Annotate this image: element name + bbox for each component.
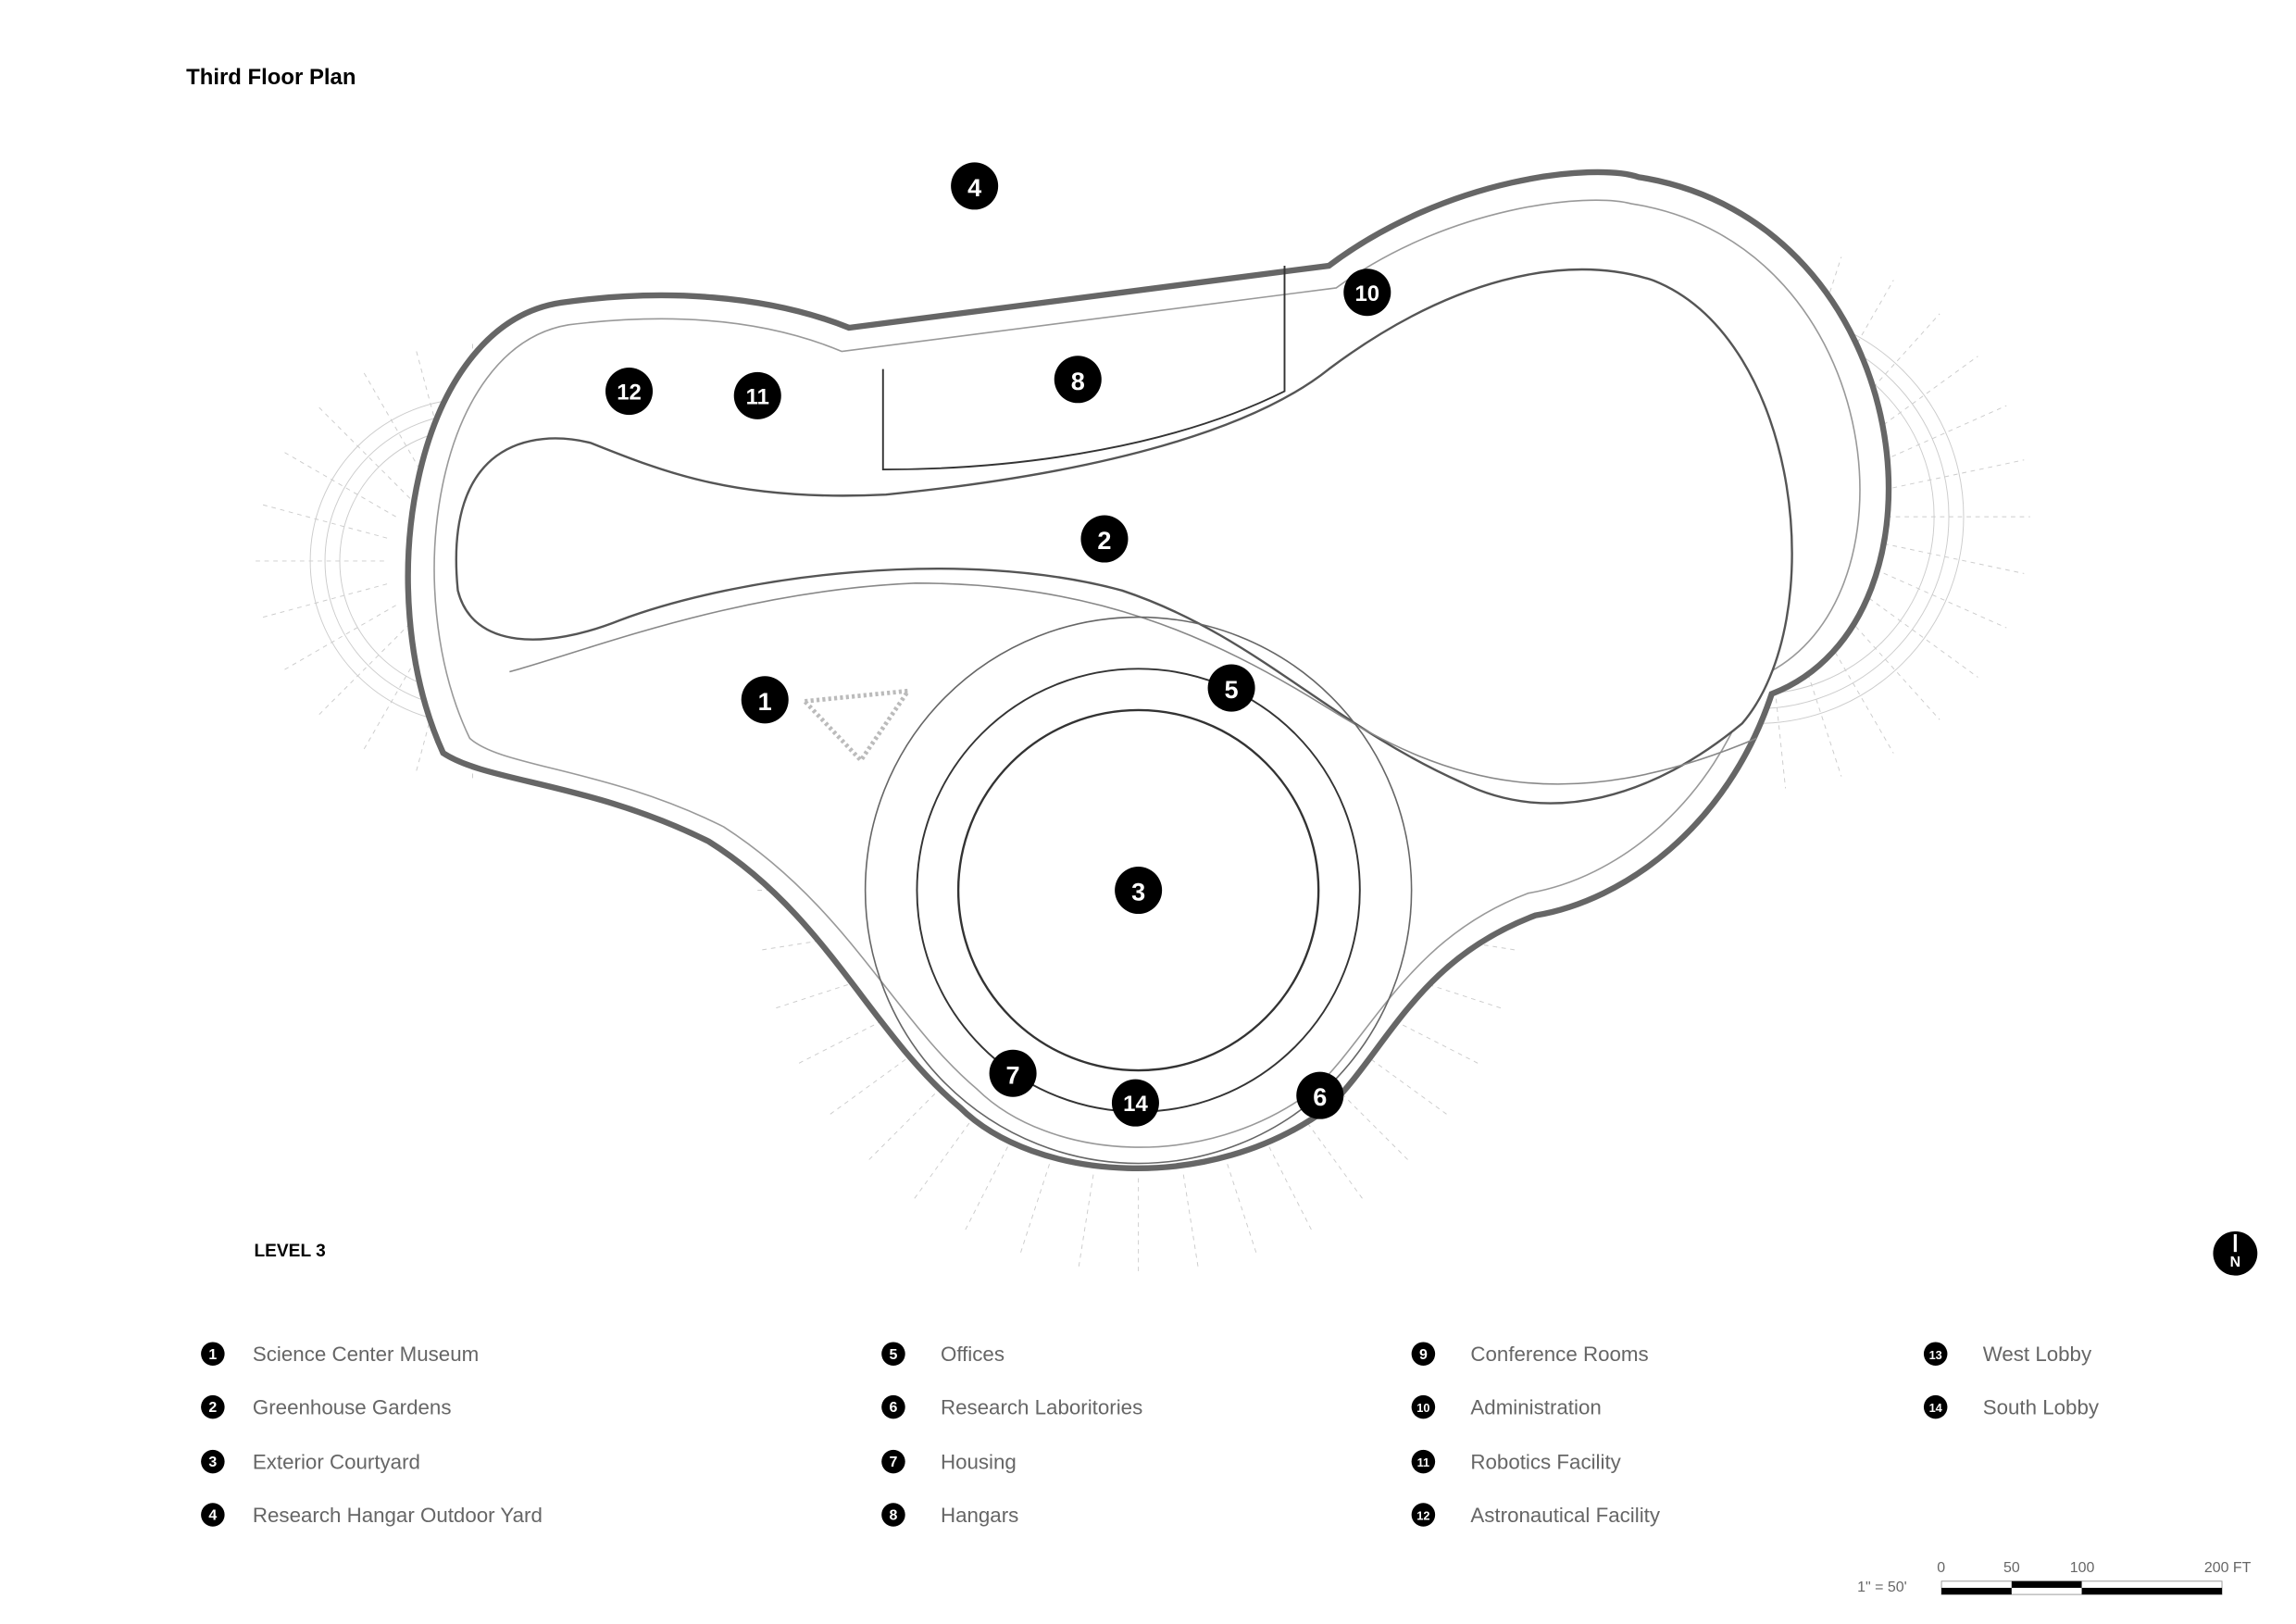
legend-label: Astronautical Facility [1470, 1504, 1660, 1527]
plan-marker-5: 5 [1207, 664, 1255, 712]
legend-label: Science Center Museum [253, 1343, 479, 1366]
legend-number: 8 [890, 1508, 898, 1524]
legend-item: 9 Conference Rooms [1411, 1342, 1649, 1366]
legend-label: Administration [1470, 1396, 1601, 1419]
plan-marker-14: 14 [1111, 1079, 1159, 1127]
legend-item: 2 Greenhouse Gardens [201, 1394, 452, 1419]
legend-number: 6 [890, 1400, 898, 1416]
plan-marker-8: 8 [1054, 356, 1102, 404]
legend-number: 5 [890, 1347, 898, 1363]
level-label: LEVEL 3 [255, 1242, 326, 1261]
legend-label: Conference Rooms [1470, 1343, 1648, 1366]
svg-text:11: 11 [746, 384, 769, 409]
svg-text:3: 3 [1131, 878, 1145, 906]
legend-item: 1 Science Center Museum [201, 1342, 479, 1366]
legend-item: 13 West Lobby [1923, 1342, 2092, 1366]
plan-marker-6: 6 [1296, 1071, 1344, 1119]
svg-text:10: 10 [1354, 281, 1379, 306]
page-title: Third Floor Plan [186, 65, 356, 90]
legend-item: 4 Research Hangar Outdoor Yard [201, 1503, 543, 1527]
legend-label: West Lobby [1983, 1343, 2092, 1366]
svg-text:0: 0 [1937, 1560, 1945, 1576]
legend-number: 14 [1929, 1401, 1943, 1415]
svg-text:4: 4 [967, 173, 981, 202]
svg-text:12: 12 [617, 381, 642, 406]
legend-number: 7 [890, 1455, 898, 1470]
plan-marker-12: 12 [605, 368, 654, 416]
svg-text:5: 5 [1225, 675, 1239, 704]
legend-number: 12 [1416, 1509, 1429, 1523]
legend-label: Housing [941, 1451, 1017, 1474]
legend-item: 11 Robotics Facility [1411, 1449, 1622, 1474]
north-arrow: N [2213, 1230, 2258, 1276]
legend-item: 8 Hangars [881, 1503, 1018, 1527]
legend-label: Research Laboritories [941, 1396, 1142, 1419]
legend-item: 3 Exterior Courtyard [201, 1449, 420, 1474]
legend-number: 2 [208, 1400, 217, 1416]
plan-marker-4: 4 [951, 162, 999, 210]
legend-number: 11 [1417, 1455, 1429, 1469]
hangar-wall [881, 266, 1286, 471]
legend-item: 10 Administration [1411, 1394, 1602, 1419]
legend-item: 6 Research Laboritories [881, 1394, 1142, 1419]
legend-number: 9 [1419, 1347, 1428, 1363]
plan-marker-10: 10 [1343, 269, 1391, 317]
legend-label: Exterior Courtyard [253, 1451, 420, 1474]
legend-label: Hangars [941, 1504, 1018, 1527]
svg-text:50: 50 [2003, 1560, 2020, 1576]
legend-number: 10 [1416, 1401, 1429, 1415]
legend-item: 14 South Lobby [1923, 1394, 2100, 1419]
svg-text:7: 7 [1006, 1060, 1020, 1089]
legend-number: 1 [208, 1347, 217, 1363]
plan-marker-11: 11 [733, 371, 781, 419]
svg-text:200 FT: 200 FT [2204, 1560, 2252, 1576]
svg-text:100: 100 [2070, 1560, 2095, 1576]
plan-marker-7: 7 [989, 1049, 1037, 1097]
legend-label: Research Hangar Outdoor Yard [253, 1504, 543, 1527]
svg-text:8: 8 [1071, 367, 1085, 395]
plan-marker-3: 3 [1115, 866, 1163, 915]
svg-text:N: N [2230, 1255, 2241, 1270]
legend: 1 Science Center Museum 2 Greenhouse Garden… [201, 1342, 2100, 1527]
legend-item: 12 Astronautical Facility [1411, 1503, 1661, 1527]
svg-text:1: 1 [758, 687, 772, 716]
legend-label: South Lobby [1983, 1396, 2100, 1419]
legend-label: Robotics Facility [1470, 1451, 1621, 1474]
corridor-line [509, 582, 1758, 785]
svg-text:6: 6 [1313, 1082, 1327, 1111]
plan-marker-1: 1 [741, 676, 789, 724]
legend-number: 4 [208, 1508, 217, 1524]
svg-text:14: 14 [1123, 1092, 1148, 1117]
legend-label: Greenhouse Gardens [253, 1396, 452, 1419]
legend-number: 13 [1929, 1348, 1942, 1362]
legend-label: Offices [941, 1343, 1004, 1366]
legend-item: 5 Offices [881, 1342, 1004, 1366]
legend-number: 3 [208, 1455, 217, 1470]
scale-bar: 1" = 50' 0 50 100 200 FT [1857, 1560, 2251, 1595]
plan-marker-2: 2 [1080, 515, 1129, 563]
svg-text:1" = 50': 1" = 50' [1857, 1580, 1906, 1595]
legend-item: 7 Housing [881, 1449, 1017, 1474]
svg-text:2: 2 [1097, 526, 1111, 555]
